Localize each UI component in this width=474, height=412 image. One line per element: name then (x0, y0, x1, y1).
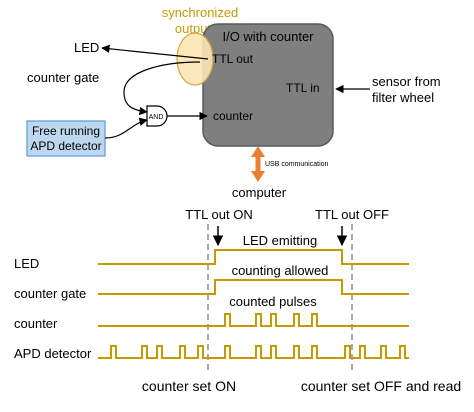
sync-label-line1: synchronized (162, 5, 239, 20)
led-emitting-label: LED emitting (243, 233, 317, 248)
port-counter: counter (213, 109, 253, 123)
waveform-counter-gate (98, 279, 409, 295)
counter-set-off-label: counter set OFF and read (301, 378, 461, 394)
ttl-off-label: TTL out OFF (315, 207, 389, 222)
waveform-led (98, 249, 409, 265)
io-box-title: I/O with counter (222, 29, 314, 44)
block-diagram: synchronized output I/O with counter TTL… (26, 5, 441, 200)
and-gate (146, 105, 168, 127)
led-label: LED (74, 40, 99, 55)
apd-detector-box (26, 120, 106, 157)
counter-gate-label: counter gate (27, 70, 99, 85)
and-gate-label: AND (149, 114, 164, 121)
apd-label-line2: APD detector (30, 139, 101, 153)
counter-set-on-label: counter set ON (142, 378, 236, 394)
sensor-label-line2: filter wheel (372, 90, 434, 105)
waveform-counter (98, 313, 409, 327)
computer-label: computer (232, 185, 287, 200)
port-ttl-in: TTL in (286, 81, 320, 95)
signal-label-apd-detector: APD detector (14, 346, 92, 361)
signal-label-counter: counter (14, 316, 58, 331)
ttl-on-label: TTL out ON (185, 207, 252, 222)
apd-wire (104, 117, 148, 139)
gate-wire (123, 61, 201, 116)
counted-pulses-label: counted pulses (229, 294, 317, 309)
usb-label: USB communication (265, 161, 329, 168)
sync-label-line2: output (175, 21, 212, 36)
led-arrow (101, 44, 209, 60)
counting-allowed-label: counting allowed (232, 263, 329, 278)
waveform-apd-detector (98, 345, 409, 359)
signal-label-counter-gate: counter gate (14, 286, 86, 301)
sync-output-ellipse (176, 32, 214, 86)
io-counter-box (202, 23, 334, 147)
sensor-label-line1: sensor from (372, 74, 441, 89)
apd-label-line1: Free running (32, 124, 100, 138)
port-ttl-out: TTL out (212, 52, 254, 66)
signal-label-led: LED (14, 256, 39, 271)
usb-double-arrow (251, 146, 265, 182)
timing-diagram: TTL out ON TTL out OFF LED counter gate … (14, 207, 461, 394)
